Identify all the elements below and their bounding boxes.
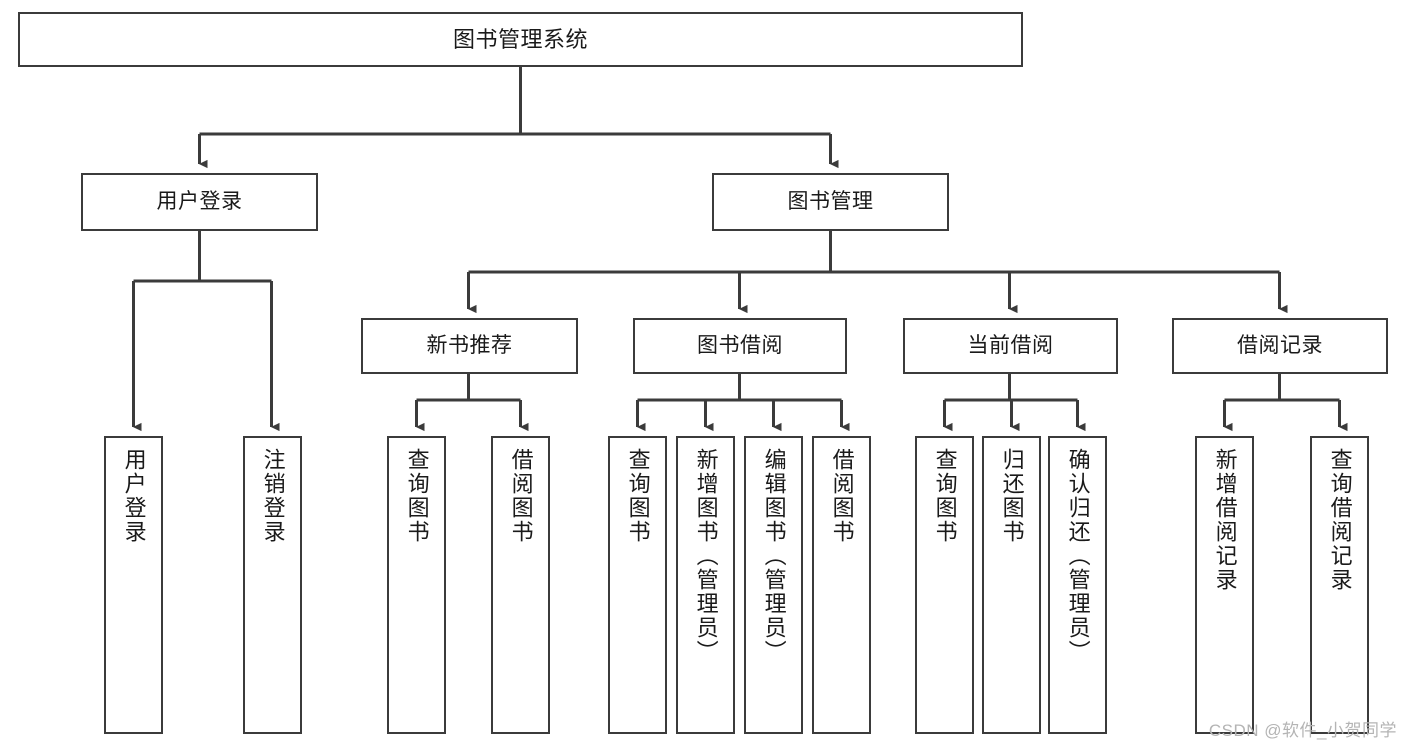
node-leaf-add-book[interactable]: 新增图书（管理员）: [676, 436, 735, 734]
node-label: 查询借阅记录: [1327, 448, 1353, 592]
node-leaf-add-record[interactable]: 新增借阅记录: [1195, 436, 1254, 734]
node-label: 归还图书: [999, 448, 1025, 544]
node-leaf-borrow-book-1[interactable]: 借阅图书: [491, 436, 550, 734]
node-leaf-borrow-book-2[interactable]: 借阅图书: [812, 436, 871, 734]
node-label: 查询图书: [625, 448, 651, 544]
node-root-book-management-system[interactable]: 图书管理系统: [18, 12, 1023, 67]
node-leaf-confirm-return[interactable]: 确认归还（管理员）: [1048, 436, 1107, 734]
node-leaf-edit-book[interactable]: 编辑图书（管理员）: [744, 436, 803, 734]
node-leaf-user-logout[interactable]: 注销登录: [243, 436, 302, 734]
node-label: 图书管理: [787, 189, 874, 213]
node-label: 借阅记录: [1237, 333, 1323, 357]
node-leaf-query-book-1[interactable]: 查询图书: [387, 436, 446, 734]
node-label: 新增图书（管理员）: [693, 448, 719, 664]
node-leaf-return-book[interactable]: 归还图书: [982, 436, 1041, 734]
node-current-borrow[interactable]: 当前借阅: [903, 318, 1118, 374]
node-borrow-record[interactable]: 借阅记录: [1172, 318, 1388, 374]
node-leaf-query-book-3[interactable]: 查询图书: [915, 436, 974, 734]
node-label: 注销登录: [260, 448, 286, 544]
node-label: 新增借阅记录: [1212, 448, 1238, 592]
node-label: 图书借阅: [697, 333, 783, 357]
node-label: 用户登录: [121, 448, 147, 544]
node-label: 查询图书: [932, 448, 958, 544]
node-label: 借阅图书: [829, 448, 855, 544]
node-label: 查询图书: [404, 448, 430, 544]
node-leaf-query-record[interactable]: 查询借阅记录: [1310, 436, 1369, 734]
node-label: 当前借阅: [967, 333, 1054, 357]
node-label: 借阅图书: [508, 448, 534, 544]
node-label: 确认归还（管理员）: [1065, 448, 1091, 664]
node-book-borrow[interactable]: 图书借阅: [633, 318, 847, 374]
node-new-book-recommend[interactable]: 新书推荐: [361, 318, 578, 374]
node-leaf-query-book-2[interactable]: 查询图书: [608, 436, 667, 734]
node-leaf-user-login[interactable]: 用户登录: [104, 436, 163, 734]
node-book-manage[interactable]: 图书管理: [712, 173, 949, 231]
node-label: 编辑图书（管理员）: [761, 448, 787, 664]
node-label: 用户登录: [156, 189, 243, 213]
node-label: 新书推荐: [426, 333, 513, 357]
node-user-login[interactable]: 用户登录: [81, 173, 318, 231]
node-label: 图书管理系统: [452, 26, 588, 52]
